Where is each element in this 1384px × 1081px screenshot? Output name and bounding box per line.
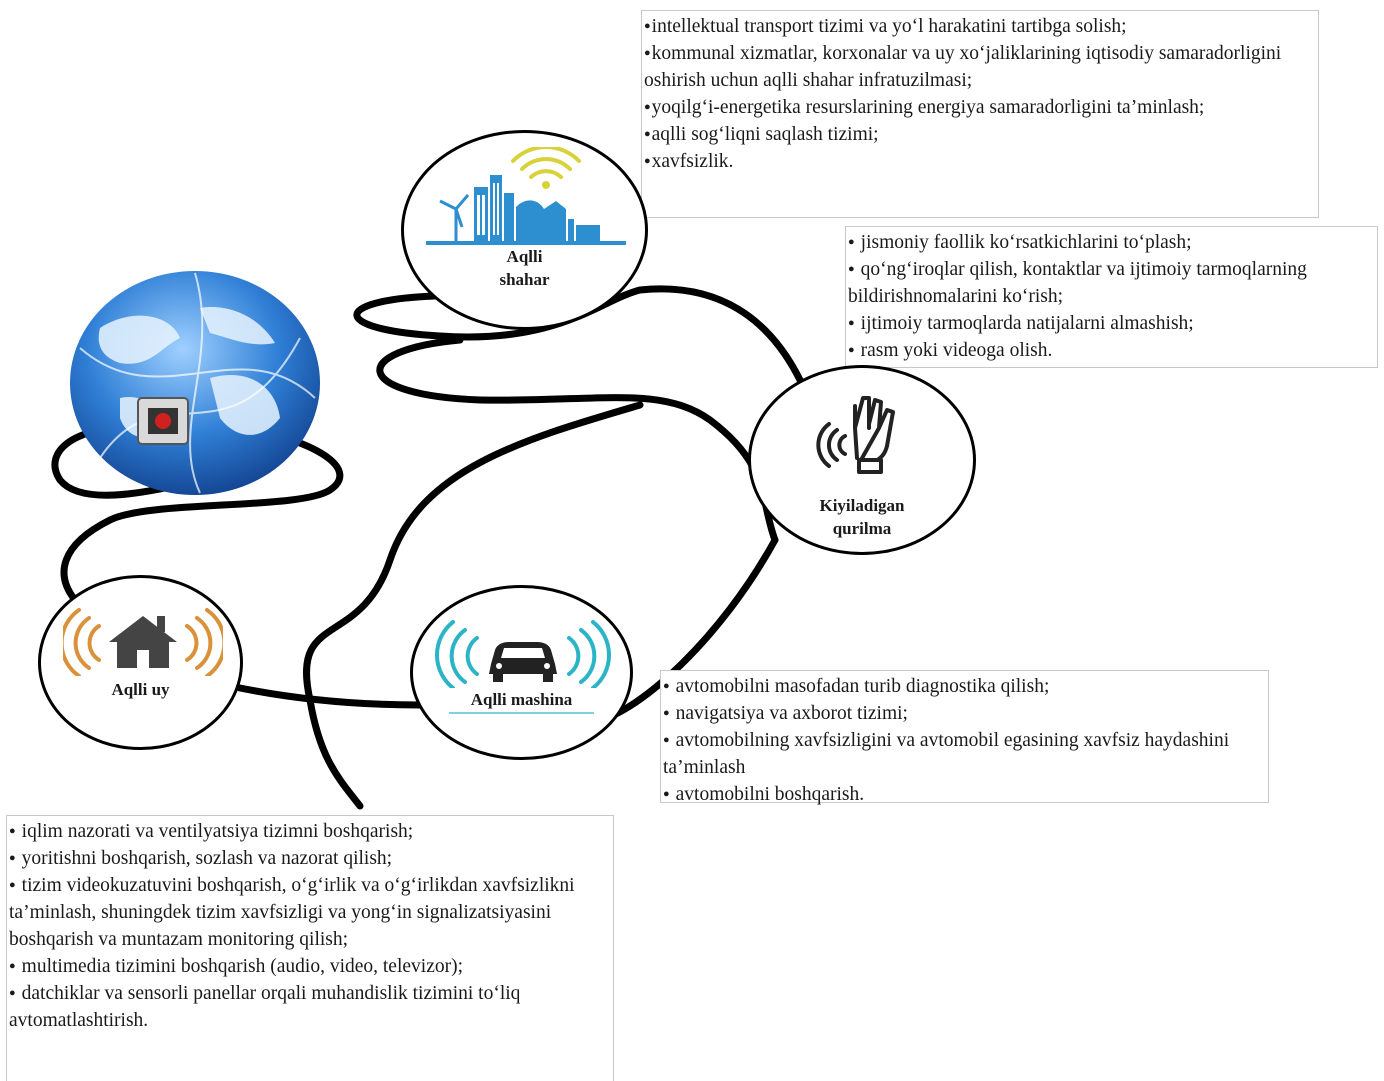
house-signal-icon xyxy=(63,608,223,676)
list-item: xavfsizlik. xyxy=(644,148,1314,175)
list-item: iqlim nazorati va ventilyatsiya tizimni … xyxy=(9,818,609,845)
list-item: avtomobilni masofadan turib diagnostika … xyxy=(663,673,1264,700)
list-item: rasm yoki videoga olish. xyxy=(848,337,1373,364)
wearable-label-line1: Kiyiladigan xyxy=(819,496,905,515)
wearable-label-line2: qurilma xyxy=(832,519,892,538)
smart-car-info-box: avtomobilni masofadan turib diagnostika … xyxy=(660,670,1269,805)
list-item: ijtimoiy tarmoqlarda natijalarni almashi… xyxy=(848,310,1373,337)
city-skyline-wifi-icon xyxy=(426,147,626,245)
list-item: avtomobilni boshqarish. xyxy=(663,781,1264,808)
list-item: aqlli sog‘liqni saqlash tizimi; xyxy=(644,121,1314,148)
wearable-info-box: jismoniy faollik ko‘rsatkichlarini to‘pl… xyxy=(845,226,1378,368)
smart-city-node: Aqlli shahar xyxy=(401,130,648,330)
globe-plug-icon xyxy=(70,271,320,495)
list-item: navigatsiya va axborot tizimi; xyxy=(663,700,1264,727)
list-item: qo‘ng‘iroqlar qilish, kontaktlar va ijti… xyxy=(848,256,1373,310)
hand-signal-icon xyxy=(816,396,895,474)
smart-car-label: Aqlli mashina xyxy=(470,690,573,709)
smart-city-label-line1: Aqlli xyxy=(506,247,543,266)
smart-home-label: Aqlli uy xyxy=(111,680,170,699)
smart-city-info-box: intellektual transport tizimi va yo‘l ha… xyxy=(641,10,1319,218)
list-item: yoqilg‘i-energetika resurslarining energ… xyxy=(644,94,1314,121)
wearable-device-node: Kiyiladigan qurilma xyxy=(748,365,976,555)
list-item: yoritishni boshqarish, sozlash va nazora… xyxy=(9,845,609,872)
list-item: intellektual transport tizimi va yo‘l ha… xyxy=(644,13,1314,40)
list-item: tizim videokuzatuvini boshqarish, o‘g‘ir… xyxy=(9,872,609,953)
smart-home-node: Aqlli uy xyxy=(38,575,243,750)
car-underline xyxy=(449,712,594,714)
list-item: avtomobilning xavfsizligini va avtomobil… xyxy=(663,727,1264,781)
list-item: kommunal xizmatlar, korxonalar va uy xo‘… xyxy=(644,40,1314,94)
car-signal-icon xyxy=(435,620,611,688)
list-item: datchiklar va sensorli panellar orqali m… xyxy=(9,980,609,1034)
list-item: multimedia tizimini boshqarish (audio, v… xyxy=(9,953,609,980)
list-item: jismoniy faollik ko‘rsatkichlarini to‘pl… xyxy=(848,229,1373,256)
smart-city-label-line2: shahar xyxy=(499,270,550,289)
smart-home-info-box: iqlim nazorati va ventilyatsiya tizimni … xyxy=(6,815,614,1081)
smart-car-node: Aqlli mashina xyxy=(410,585,633,760)
